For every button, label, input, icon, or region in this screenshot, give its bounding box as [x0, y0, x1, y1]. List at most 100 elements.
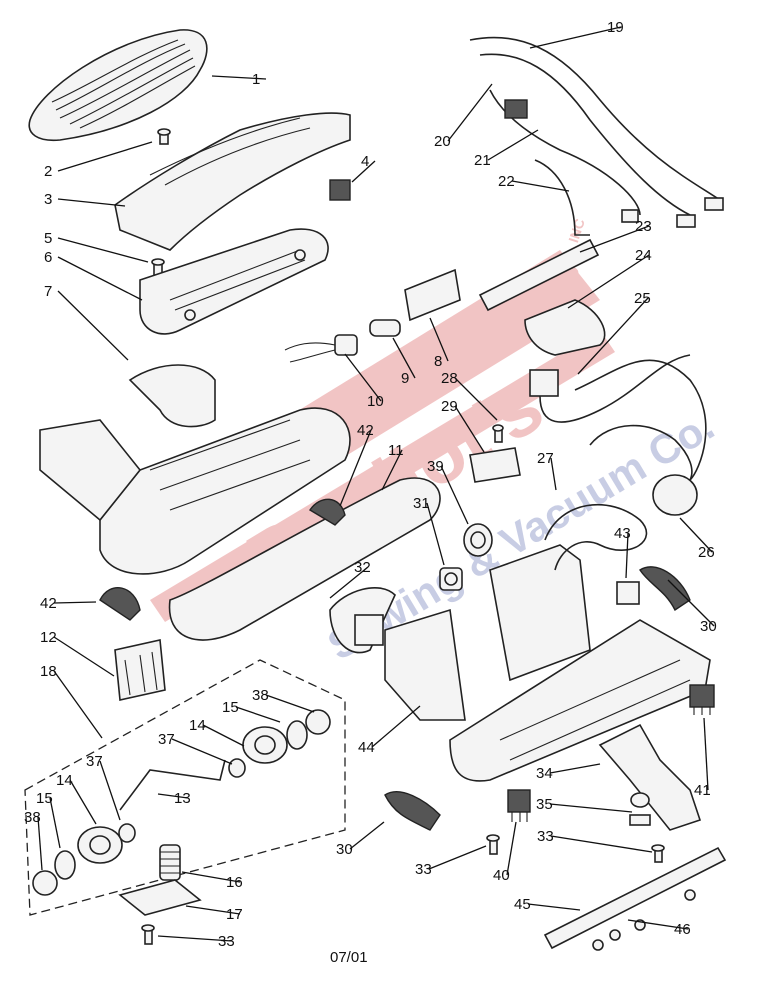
leader-line [349, 821, 385, 850]
leader-line [57, 237, 149, 263]
part-16-spring [159, 844, 181, 881]
callout-number: 42 [357, 422, 374, 439]
leader-line [625, 532, 629, 579]
callout-number: 35 [536, 796, 553, 813]
part-14-wheel [77, 826, 123, 864]
callout-number: 30 [336, 841, 353, 858]
part-33-screw [141, 924, 155, 945]
leader-line [171, 738, 233, 765]
rear-base-housing [449, 544, 711, 782]
leader-line [440, 465, 469, 525]
callout-number: 45 [514, 896, 531, 913]
callout-number: 37 [86, 753, 103, 770]
leader-line [181, 871, 241, 883]
part-45-bumper-strip [543, 846, 727, 950]
callout-number: 23 [635, 218, 652, 235]
callout-number: 38 [24, 809, 41, 826]
part-30-pad [639, 566, 691, 612]
part-15-ring [286, 720, 308, 750]
leader-line [37, 816, 43, 871]
callout-number: 15 [222, 699, 239, 716]
leader-line [344, 353, 382, 402]
leader-line [202, 724, 245, 747]
callout-number: 39 [427, 458, 444, 475]
part-20-cord [489, 89, 641, 216]
part-38-cap [305, 709, 331, 735]
leader-line [69, 779, 97, 825]
part-39-grommet [470, 531, 486, 549]
leader-line [549, 763, 601, 774]
callout-number: 40 [493, 867, 510, 884]
leader-line [529, 26, 622, 49]
leader-line [211, 75, 267, 80]
part-27-wire [544, 503, 648, 571]
part-31-fitting [439, 567, 463, 591]
leader-line [667, 579, 715, 627]
leader-line [392, 337, 416, 379]
part-22-wire [534, 159, 590, 236]
leader-line [57, 141, 153, 172]
leader-line [235, 706, 281, 723]
main-base-housing [39, 407, 351, 575]
callout-number: 5 [44, 230, 52, 247]
callout-number: 10 [367, 393, 384, 410]
leader-line [265, 694, 315, 713]
part-1-grip-pad [28, 29, 208, 142]
callout-number: 15 [36, 790, 53, 807]
callout-number: 6 [44, 249, 52, 266]
leader-line [567, 254, 650, 309]
leader-line [157, 793, 189, 799]
part-3-upper-cover [114, 112, 351, 251]
callout-number: 34 [536, 765, 553, 782]
cord-plug [676, 214, 696, 228]
callout-number: 29 [441, 398, 458, 415]
callout-number: 33 [537, 828, 554, 845]
leader-line [157, 935, 233, 942]
callout-number: 33 [415, 861, 432, 878]
callout-number: 42 [40, 595, 57, 612]
callout-number: 30 [700, 618, 717, 635]
part-11-front-bumper [168, 477, 441, 641]
watermark-stripe [150, 330, 615, 622]
callout-number: 19 [607, 19, 624, 36]
watermark-inc-text: INC [565, 217, 588, 245]
callout-number: 33 [218, 933, 235, 950]
leader-line [627, 919, 689, 930]
callout-number: 41 [694, 782, 711, 799]
callout-number: 18 [40, 663, 57, 680]
callout-number: 37 [158, 731, 175, 748]
part-25-switch [529, 354, 691, 423]
leader-line [339, 429, 372, 507]
callout-number: 26 [698, 544, 715, 561]
callout-number: 46 [674, 921, 691, 938]
part-46-screw [592, 889, 696, 951]
part-44-duct-body [384, 608, 466, 721]
part-12-clip [114, 639, 166, 701]
leader-line [53, 601, 97, 604]
leader-line [426, 502, 445, 566]
leader-line [454, 377, 498, 421]
callout-number: 16 [226, 874, 243, 891]
leader-line [381, 449, 403, 491]
leader-line [185, 905, 241, 915]
leader-line [53, 670, 103, 739]
callout-number: 17 [226, 906, 243, 923]
leader-line [511, 180, 570, 192]
leader-line [99, 760, 121, 821]
part-7-lower-shell-top [128, 364, 216, 428]
callout-number: 11 [388, 442, 404, 459]
part-30-pad [384, 791, 441, 831]
date-code: 07/01 [330, 949, 368, 966]
callout-number: 1 [252, 71, 260, 88]
leader-line [371, 705, 421, 748]
part-43-relay [616, 581, 640, 605]
part-26-clamp [589, 424, 698, 516]
leader-line [550, 457, 557, 491]
part-28-screw [492, 424, 504, 443]
callout-number: 24 [635, 247, 652, 264]
leader-line [57, 198, 126, 207]
leader-line [447, 83, 493, 142]
callout-number: 13 [174, 790, 191, 807]
part-42-side-pad [99, 587, 141, 621]
